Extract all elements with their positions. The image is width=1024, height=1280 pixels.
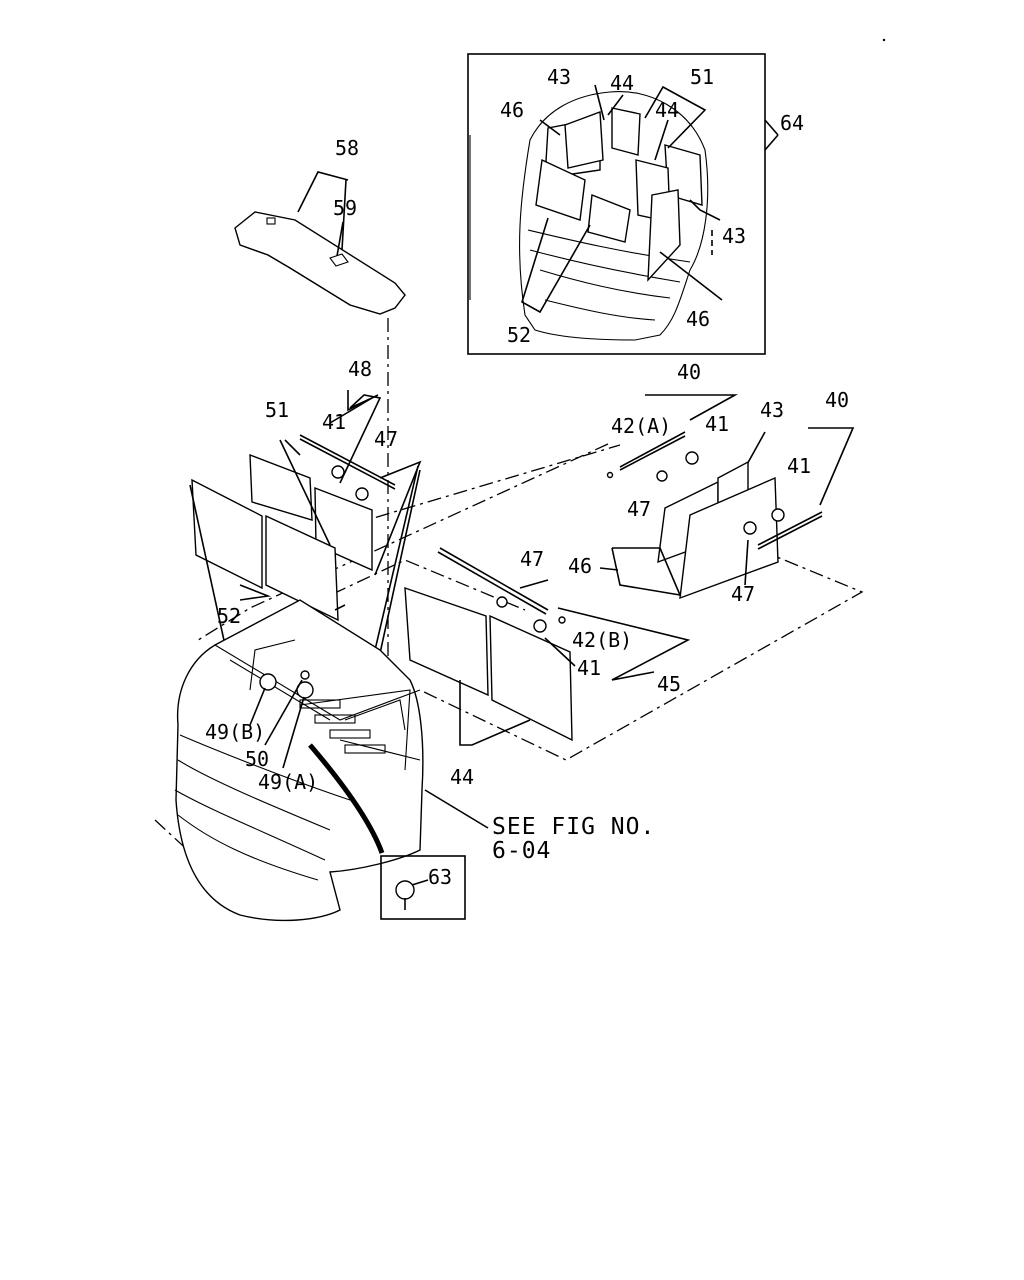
cab-body <box>174 599 489 922</box>
label-59: 59 <box>333 196 357 220</box>
callout-labels: 64 43 44 51 46 44 43 46 52 58 59 48 51 4… <box>205 65 849 889</box>
label-40: 40 <box>677 360 701 384</box>
label-58: 58 <box>335 136 359 160</box>
label-52: 52 <box>217 604 241 628</box>
label-43: 43 <box>547 65 571 89</box>
label-41: 41 <box>322 410 346 434</box>
stray-dot <box>882 38 886 42</box>
label-49a: 49(A) <box>258 770 318 794</box>
label-63: 63 <box>428 865 452 889</box>
label-51: 51 <box>265 398 289 422</box>
clip-frame <box>380 855 466 920</box>
label-47: 47 <box>627 497 651 521</box>
see-fig-line-1: SEE FIG NO. <box>492 814 655 840</box>
inset-detail-group <box>467 53 779 355</box>
inset-frame <box>467 53 766 355</box>
label-50: 50 <box>245 747 269 771</box>
label-41: 41 <box>705 412 729 436</box>
label-52: 52 <box>507 323 531 347</box>
label-45: 45 <box>657 672 681 696</box>
label-48: 48 <box>348 357 372 381</box>
label-44: 44 <box>610 71 634 95</box>
label-42b: 42(B) <box>572 628 632 652</box>
left-window-group <box>189 390 422 691</box>
label-46: 46 <box>686 307 710 331</box>
label-41: 41 <box>577 656 601 680</box>
label-47: 47 <box>520 547 544 571</box>
label-47: 47 <box>374 427 398 451</box>
label-49b: 49(B) <box>205 720 265 744</box>
clip-detail-box <box>380 855 466 920</box>
middle-window-group <box>404 547 691 746</box>
label-64: 64 <box>780 111 804 135</box>
label-42a: 42(A) <box>611 414 671 438</box>
lid-cover-group <box>234 171 406 315</box>
right-window-group <box>599 394 855 600</box>
label-43: 43 <box>760 398 784 422</box>
label-44: 44 <box>450 765 474 789</box>
label-46: 46 <box>500 98 524 122</box>
label-47: 47 <box>731 582 755 606</box>
label-41: 41 <box>787 454 811 478</box>
label-43: 43 <box>722 224 746 248</box>
label-44: 44 <box>655 98 679 122</box>
label-40: 40 <box>825 388 849 412</box>
see-fig-line-2: 6-04 <box>492 838 551 864</box>
label-51: 51 <box>690 65 714 89</box>
label-46: 46 <box>568 554 592 578</box>
